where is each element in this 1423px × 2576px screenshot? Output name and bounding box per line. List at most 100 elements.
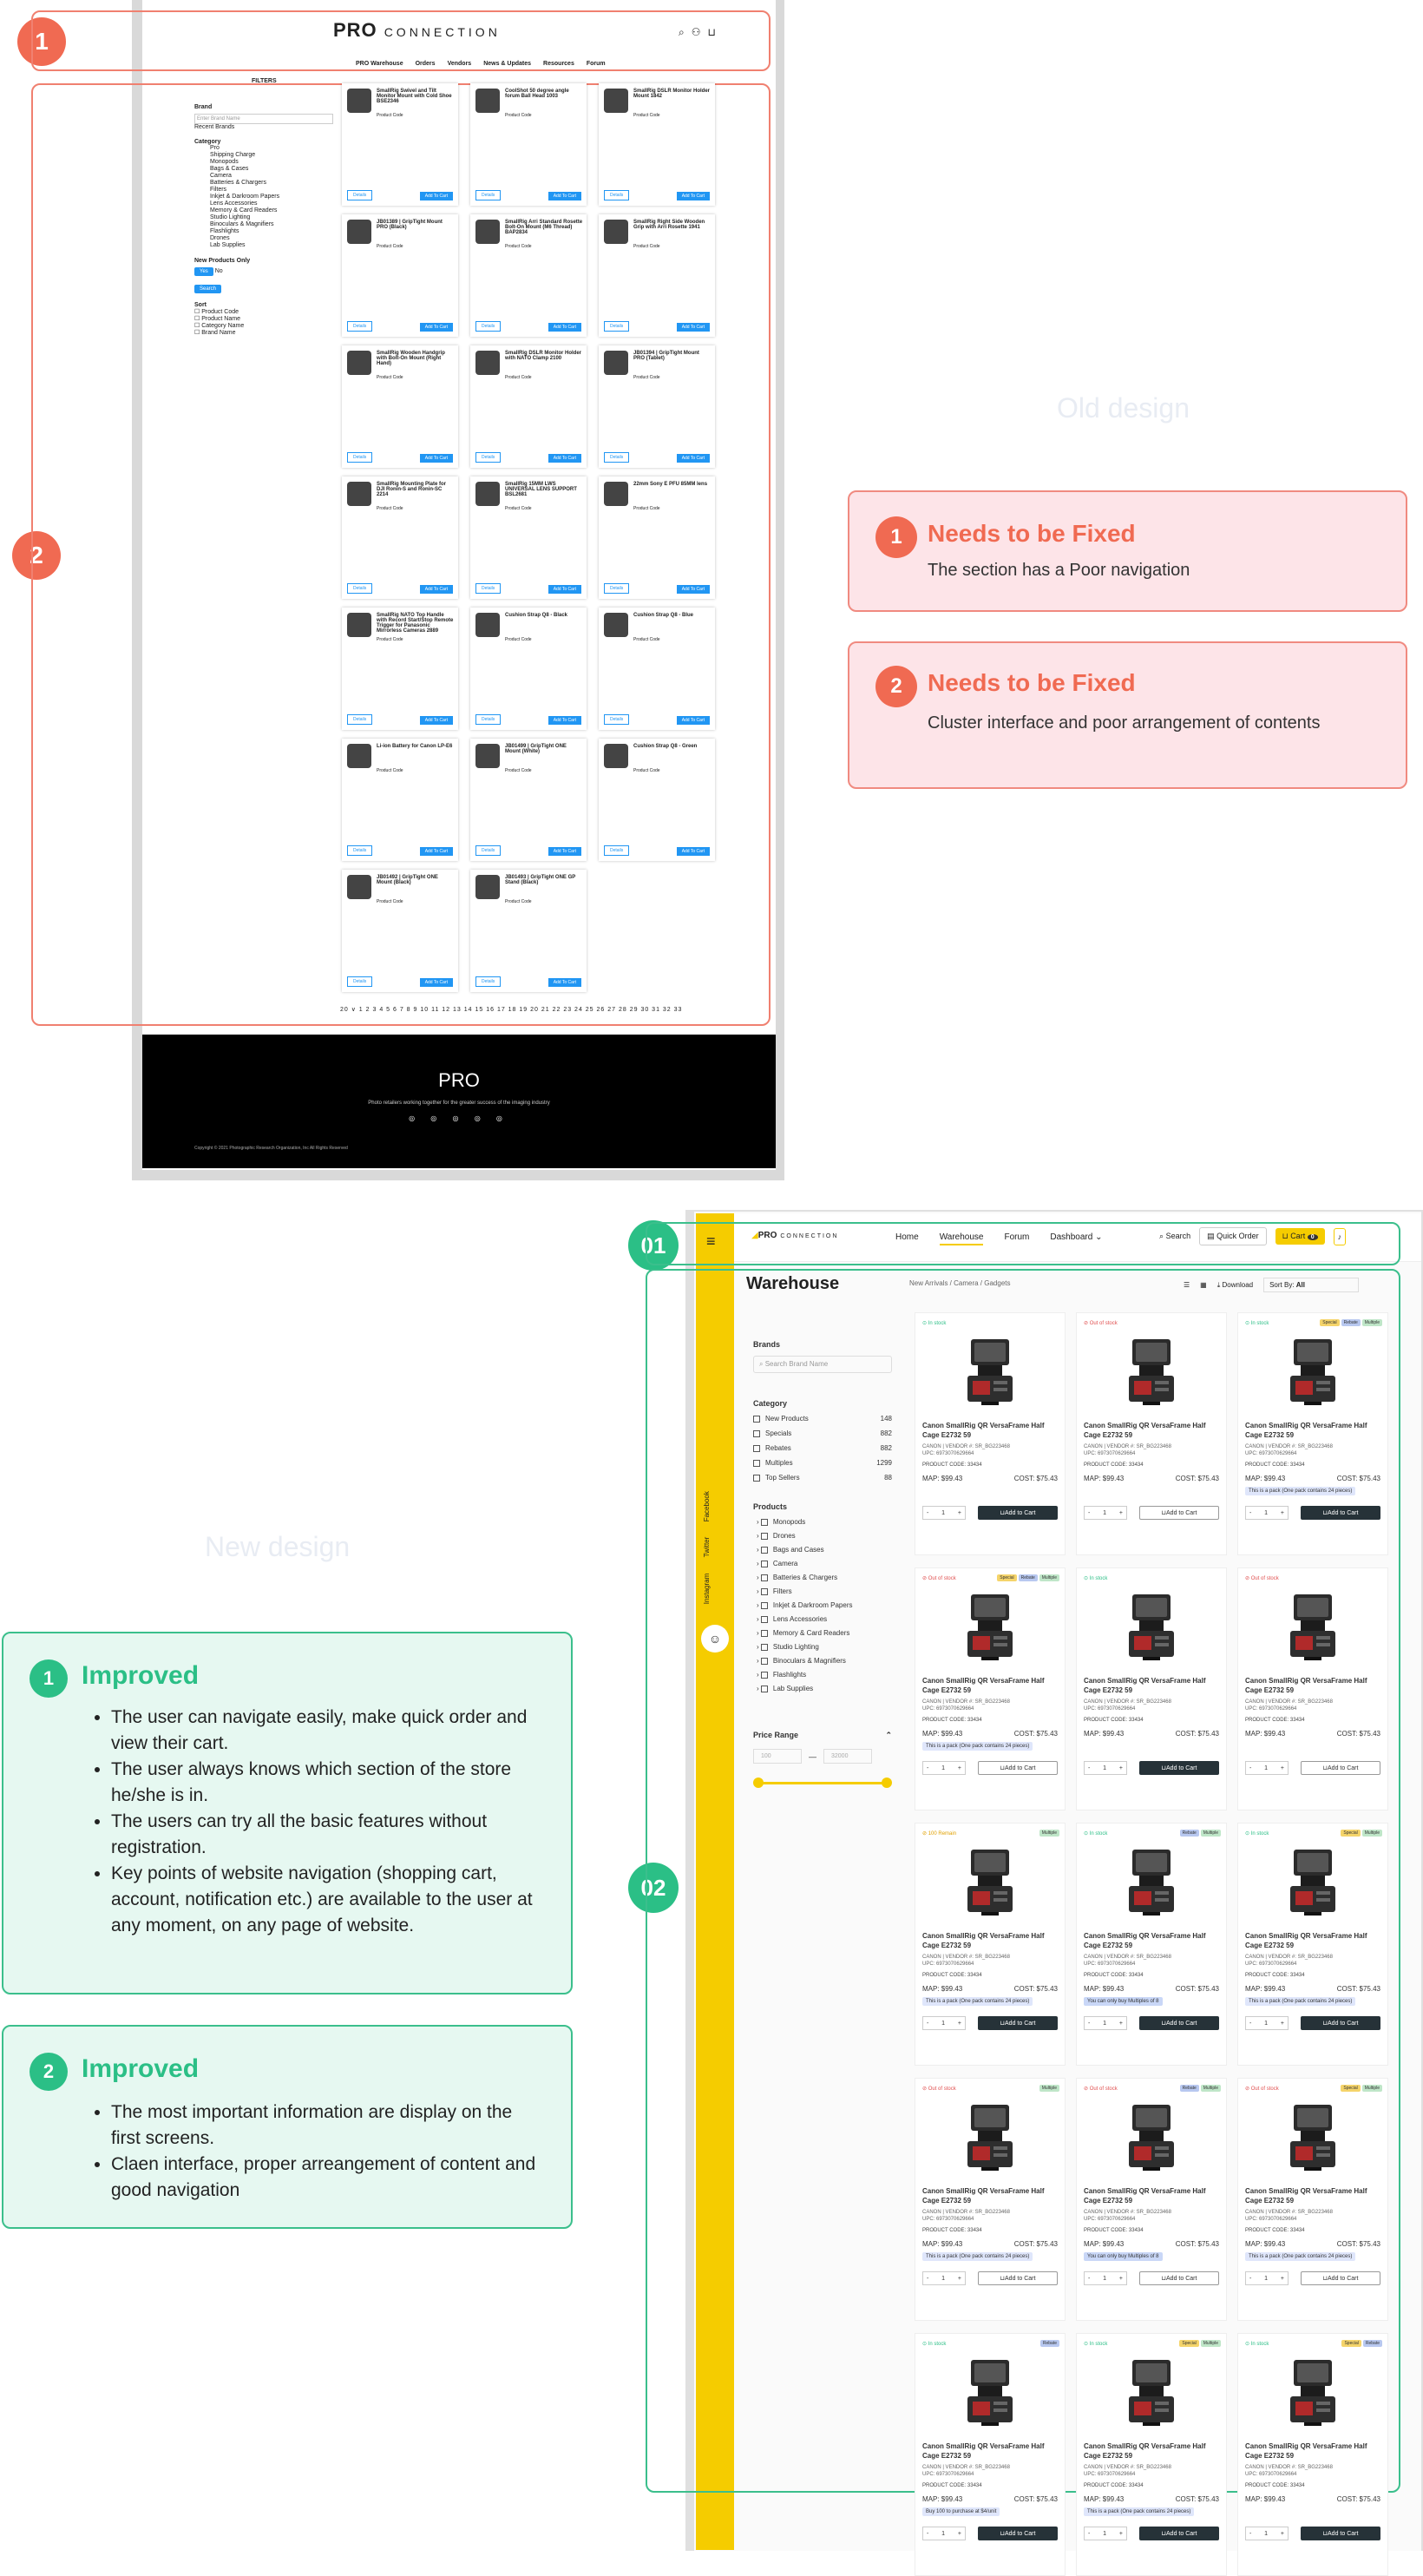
product-name[interactable]: Canon SmallRig QR VersaFrame Half Cage E… — [1084, 2442, 1206, 2460]
old-add-to-cart-button[interactable]: Add To Cart — [419, 454, 453, 463]
quantity-stepper[interactable]: -1+ — [1084, 2527, 1127, 2540]
old-category-item[interactable]: Lab Supplies — [210, 242, 246, 248]
old-sort-option[interactable]: ☐ Brand Name — [194, 329, 333, 336]
old-add-to-cart-button[interactable]: Add To Cart — [548, 454, 581, 463]
minus-icon[interactable]: - — [927, 1764, 929, 1771]
flash-product-image[interactable] — [1120, 1337, 1183, 1407]
minus-icon[interactable]: - — [927, 2275, 929, 2282]
old-details-button[interactable]: Details — [604, 321, 630, 332]
old-details-button[interactable]: Details — [604, 583, 630, 594]
old-product-title[interactable]: Cushion Strap Q8 - Black — [505, 613, 568, 618]
old-add-to-cart-button[interactable]: Add To Cart — [676, 323, 710, 332]
old-add-to-cart-button[interactable]: Add To Cart — [419, 192, 453, 200]
old-category-item[interactable]: Drones — [210, 235, 230, 241]
add-to-cart-button[interactable]: ⊔ Add to Cart — [1139, 1506, 1219, 1520]
old-product-title[interactable]: JB01394 | GripTight Mount PRO (Tablet) — [633, 351, 699, 361]
price-slider-min-handle[interactable] — [753, 1778, 764, 1788]
old-details-button[interactable]: Details — [347, 452, 373, 463]
checkbox-icon[interactable] — [753, 1444, 760, 1452]
plus-icon[interactable]: + — [1280, 2275, 1284, 2282]
flash-product-image[interactable] — [959, 1848, 1021, 1917]
checkbox-icon[interactable] — [760, 1615, 768, 1623]
cart-icon[interactable]: ⊔ — [707, 26, 716, 38]
product-category-item[interactable]: › Camera — [753, 1560, 892, 1567]
add-to-cart-button[interactable]: ⊔ Add to Cart — [1301, 2016, 1380, 2030]
chevron-right-icon[interactable]: › — [757, 1560, 761, 1567]
old-category-item[interactable]: Inkjet & Darkroom Papers — [210, 194, 280, 200]
old-category-item[interactable]: Monopods — [210, 159, 239, 165]
checkbox-icon[interactable] — [753, 1474, 760, 1482]
old-category-item[interactable]: Memory & Card Readers — [210, 207, 278, 214]
checkbox-icon[interactable] — [753, 1429, 760, 1437]
flash-product-image[interactable] — [1120, 2103, 1183, 2172]
price-min-input[interactable]: 100 — [753, 1749, 802, 1764]
product-category-item[interactable]: › Drones — [753, 1532, 892, 1540]
flash-product-image[interactable] — [959, 1593, 1021, 1662]
old-nav-forum[interactable]: Forum — [586, 61, 606, 67]
product-category-item[interactable]: › Studio Lighting — [753, 1643, 892, 1651]
old-nav-warehouse[interactable]: PRO Warehouse — [356, 61, 403, 67]
nav-home[interactable]: Home — [895, 1232, 919, 1242]
minus-icon[interactable]: - — [927, 2530, 929, 2537]
product-image[interactable] — [475, 875, 500, 899]
quantity-stepper[interactable]: -1+ — [1245, 1761, 1289, 1775]
minus-icon[interactable]: - — [1249, 2020, 1252, 2027]
nav-forum[interactable]: Forum — [1004, 1232, 1030, 1242]
plus-icon[interactable]: + — [1118, 1764, 1123, 1771]
quantity-stepper[interactable]: -1+ — [922, 2016, 966, 2030]
checkbox-icon[interactable] — [760, 1546, 768, 1554]
breadcrumb[interactable]: New Arrivals / Camera / Gadgets — [909, 1279, 1011, 1287]
old-add-to-cart-button[interactable]: Add To Cart — [419, 847, 453, 856]
old-details-button[interactable]: Details — [347, 190, 373, 200]
list-view-icon[interactable]: ☰ — [1184, 1281, 1190, 1289]
download-button[interactable]: ⤓ Download — [1217, 1281, 1253, 1290]
chevron-right-icon[interactable]: › — [757, 1546, 761, 1554]
plus-icon[interactable]: + — [1118, 2020, 1123, 2027]
old-nav-orders[interactable]: Orders — [415, 61, 436, 67]
old-nav-resources[interactable]: Resources — [543, 61, 574, 67]
old-add-to-cart-button[interactable]: Add To Cart — [548, 978, 581, 987]
old-nav-news[interactable]: News & Updates — [483, 61, 532, 67]
old-add-to-cart-button[interactable]: Add To Cart — [676, 454, 710, 463]
old-footer-social-icons[interactable]: ◎ ◎ ◎ ◎ ◎ — [409, 1114, 509, 1122]
product-image[interactable] — [604, 482, 628, 506]
checkbox-icon[interactable] — [760, 1587, 768, 1595]
product-name[interactable]: Canon SmallRig QR VersaFrame Half Cage E… — [1245, 1932, 1367, 1949]
plus-icon[interactable]: + — [1118, 2530, 1123, 2537]
brand-search-input[interactable]: ⌕ Search Brand Name — [753, 1356, 892, 1373]
plus-icon[interactable]: + — [957, 2530, 961, 2537]
product-image[interactable] — [475, 220, 500, 244]
product-category-item[interactable]: › Filters — [753, 1587, 892, 1595]
checkbox-icon[interactable] — [760, 1629, 768, 1637]
chevron-right-icon[interactable]: › — [757, 1629, 761, 1637]
product-name[interactable]: Canon SmallRig QR VersaFrame Half Cage E… — [1084, 1932, 1206, 1949]
plus-icon[interactable]: + — [1280, 1509, 1284, 1516]
flash-product-image[interactable] — [1120, 2358, 1183, 2428]
quantity-stepper[interactable]: -1+ — [1084, 1761, 1127, 1775]
plus-icon[interactable]: + — [1280, 2020, 1284, 2027]
old-product-title[interactable]: JB01499 | GripTight ONE Mount (White) — [505, 744, 567, 754]
chevron-right-icon[interactable]: › — [757, 1587, 761, 1595]
old-details-button[interactable]: Details — [347, 321, 373, 332]
minus-icon[interactable]: - — [1088, 2275, 1091, 2282]
old-add-to-cart-button[interactable]: Add To Cart — [548, 323, 581, 332]
plus-icon[interactable]: + — [957, 2275, 961, 2282]
product-image[interactable] — [347, 613, 371, 637]
old-product-title[interactable]: SmallRig Wooden Handgrip with Bolt-On Mo… — [377, 351, 445, 366]
chevron-right-icon[interactable]: › — [757, 1685, 761, 1692]
product-category-item[interactable]: › Memory & Card Readers — [753, 1629, 892, 1637]
old-details-button[interactable]: Details — [604, 452, 630, 463]
search-button[interactable]: ⌕ Search — [1159, 1232, 1190, 1241]
product-category-item[interactable]: › Bags and Cases — [753, 1546, 892, 1554]
grid-view-icon[interactable]: ▦ — [1200, 1281, 1207, 1289]
old-product-title[interactable]: SmallRig Arri Standard Rosette Bolt-On M… — [505, 220, 583, 235]
plus-icon[interactable]: + — [1280, 2530, 1284, 2537]
old-product-title[interactable]: SmallRig DSLR Monitor Holder with NATO C… — [505, 351, 582, 361]
old-add-to-cart-button[interactable]: Add To Cart — [548, 847, 581, 856]
old-details-button[interactable]: Details — [475, 714, 502, 725]
quantity-stepper[interactable]: -1+ — [1245, 1506, 1289, 1520]
add-to-cart-button[interactable]: ⊔ Add to Cart — [1139, 2016, 1219, 2030]
